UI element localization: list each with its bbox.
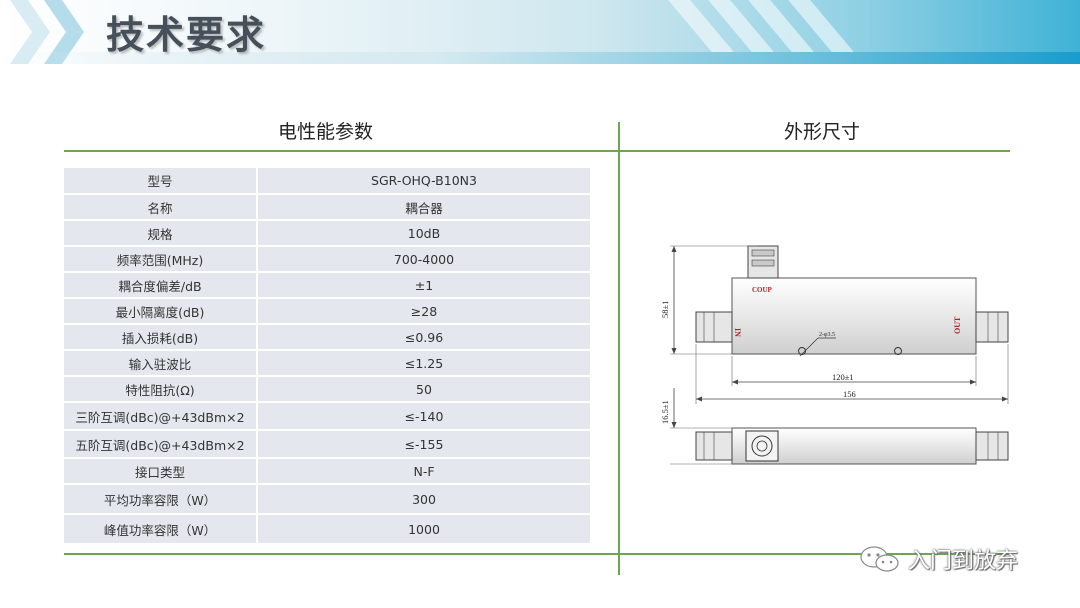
spec-key: 输入驻波比 (64, 350, 258, 377)
spec-key: 插入损耗(dB) (64, 324, 258, 351)
spec-key: 接口类型 (64, 458, 258, 485)
spec-value: ≤1.25 (257, 350, 590, 377)
bottom-divider (64, 553, 1010, 555)
top-divider (64, 150, 1010, 152)
wechat-icon (860, 546, 899, 572)
table-row: 最小隔离度(dB)≥28 (64, 298, 590, 325)
table-row: 三阶互调(dBc)@+43dBm×2≤-140 (64, 402, 590, 431)
spec-value: 耦合器 (257, 194, 590, 221)
side-view: 16.5±1 (660, 388, 1009, 465)
dimensions-section-title: 外形尺寸 (784, 121, 861, 143)
table-row: 插入损耗(dB)≤0.96 (64, 324, 590, 351)
table-row: 峰值功率容限（W）1000 (64, 514, 590, 545)
spec-key: 特性阻抗(Ω) (64, 376, 258, 403)
spec-value: SGR-OHQ-B10N3 (257, 168, 590, 195)
spec-value: ±1 (257, 272, 590, 299)
table-row: 耦合度偏差/dB±1 (64, 272, 590, 299)
total-length-dimension: 156 (843, 389, 856, 399)
table-row: 五阶互调(dBc)@+43dBm×2≤-155 (64, 430, 590, 459)
spec-value: ≤0.96 (257, 324, 590, 351)
spec-key: 名称 (64, 194, 258, 221)
watermark-text: 入门到放弃 (908, 549, 1019, 574)
top-view: 2-φ3.5 COUP IN OUT 58±1 120±1 156 (660, 245, 1009, 404)
table-row: 平均功率容限（W）300 (64, 484, 590, 515)
spec-value: 300 (257, 484, 590, 515)
spec-key: 平均功率容限（W） (64, 484, 258, 515)
table-row: 名称耦合器 (64, 194, 590, 221)
out-connector (975, 311, 1009, 343)
spec-value: 1000 (257, 514, 590, 545)
spec-value: 50 (257, 376, 590, 403)
spec-value: 700-4000 (257, 246, 590, 273)
spec-key: 频率范围(MHz) (64, 246, 258, 273)
electrical-section-title: 电性能参数 (278, 121, 374, 143)
spec-key: 耦合度偏差/dB (64, 272, 258, 299)
spec-value: ≤-140 (257, 402, 590, 431)
spec-key: 规格 (64, 220, 258, 247)
spec-key: 五阶互调(dBc)@+43dBm×2 (64, 430, 258, 459)
mounting-hole (894, 347, 902, 355)
spec-value: N-F (257, 458, 590, 485)
page-title: 技术要求 (106, 13, 267, 57)
table-row: 输入驻波比≤1.25 (64, 350, 590, 377)
banner-strip (0, 52, 1080, 64)
body-length-dimension: 120±1 (832, 372, 854, 382)
spec-key: 峰值功率容限（W） (64, 514, 258, 545)
mounting-hole (798, 347, 806, 355)
coup-label: COUP (752, 286, 773, 294)
out-label: OUT (953, 316, 962, 334)
spec-key: 型号 (64, 168, 258, 195)
thickness-dimension: 16.5±1 (660, 400, 670, 424)
table-row: 频率范围(MHz)700-4000 (64, 246, 590, 273)
spec-value: ≤-155 (257, 430, 590, 459)
coupler-dimension-drawing: 2-φ3.5 COUP IN OUT 58±1 120±1 156 (660, 245, 1009, 465)
side-out-connector (975, 431, 1009, 461)
height-dimension: 58±1 (660, 301, 670, 318)
table-row: 特性阻抗(Ω)50 (64, 376, 590, 403)
vertical-divider (618, 122, 620, 575)
wechat-watermark: 入门到放弃 (858, 542, 1018, 576)
spec-value: ≥28 (257, 298, 590, 325)
in-label: IN (733, 328, 742, 337)
spec-key: 三阶互调(dBc)@+43dBm×2 (64, 402, 258, 431)
spec-value: 10dB (257, 220, 590, 247)
spec-key: 最小隔离度(dB) (64, 298, 258, 325)
header-banner: 技术要求 (0, 0, 1080, 64)
hole-dimension: 2-φ3.5 (819, 332, 835, 338)
